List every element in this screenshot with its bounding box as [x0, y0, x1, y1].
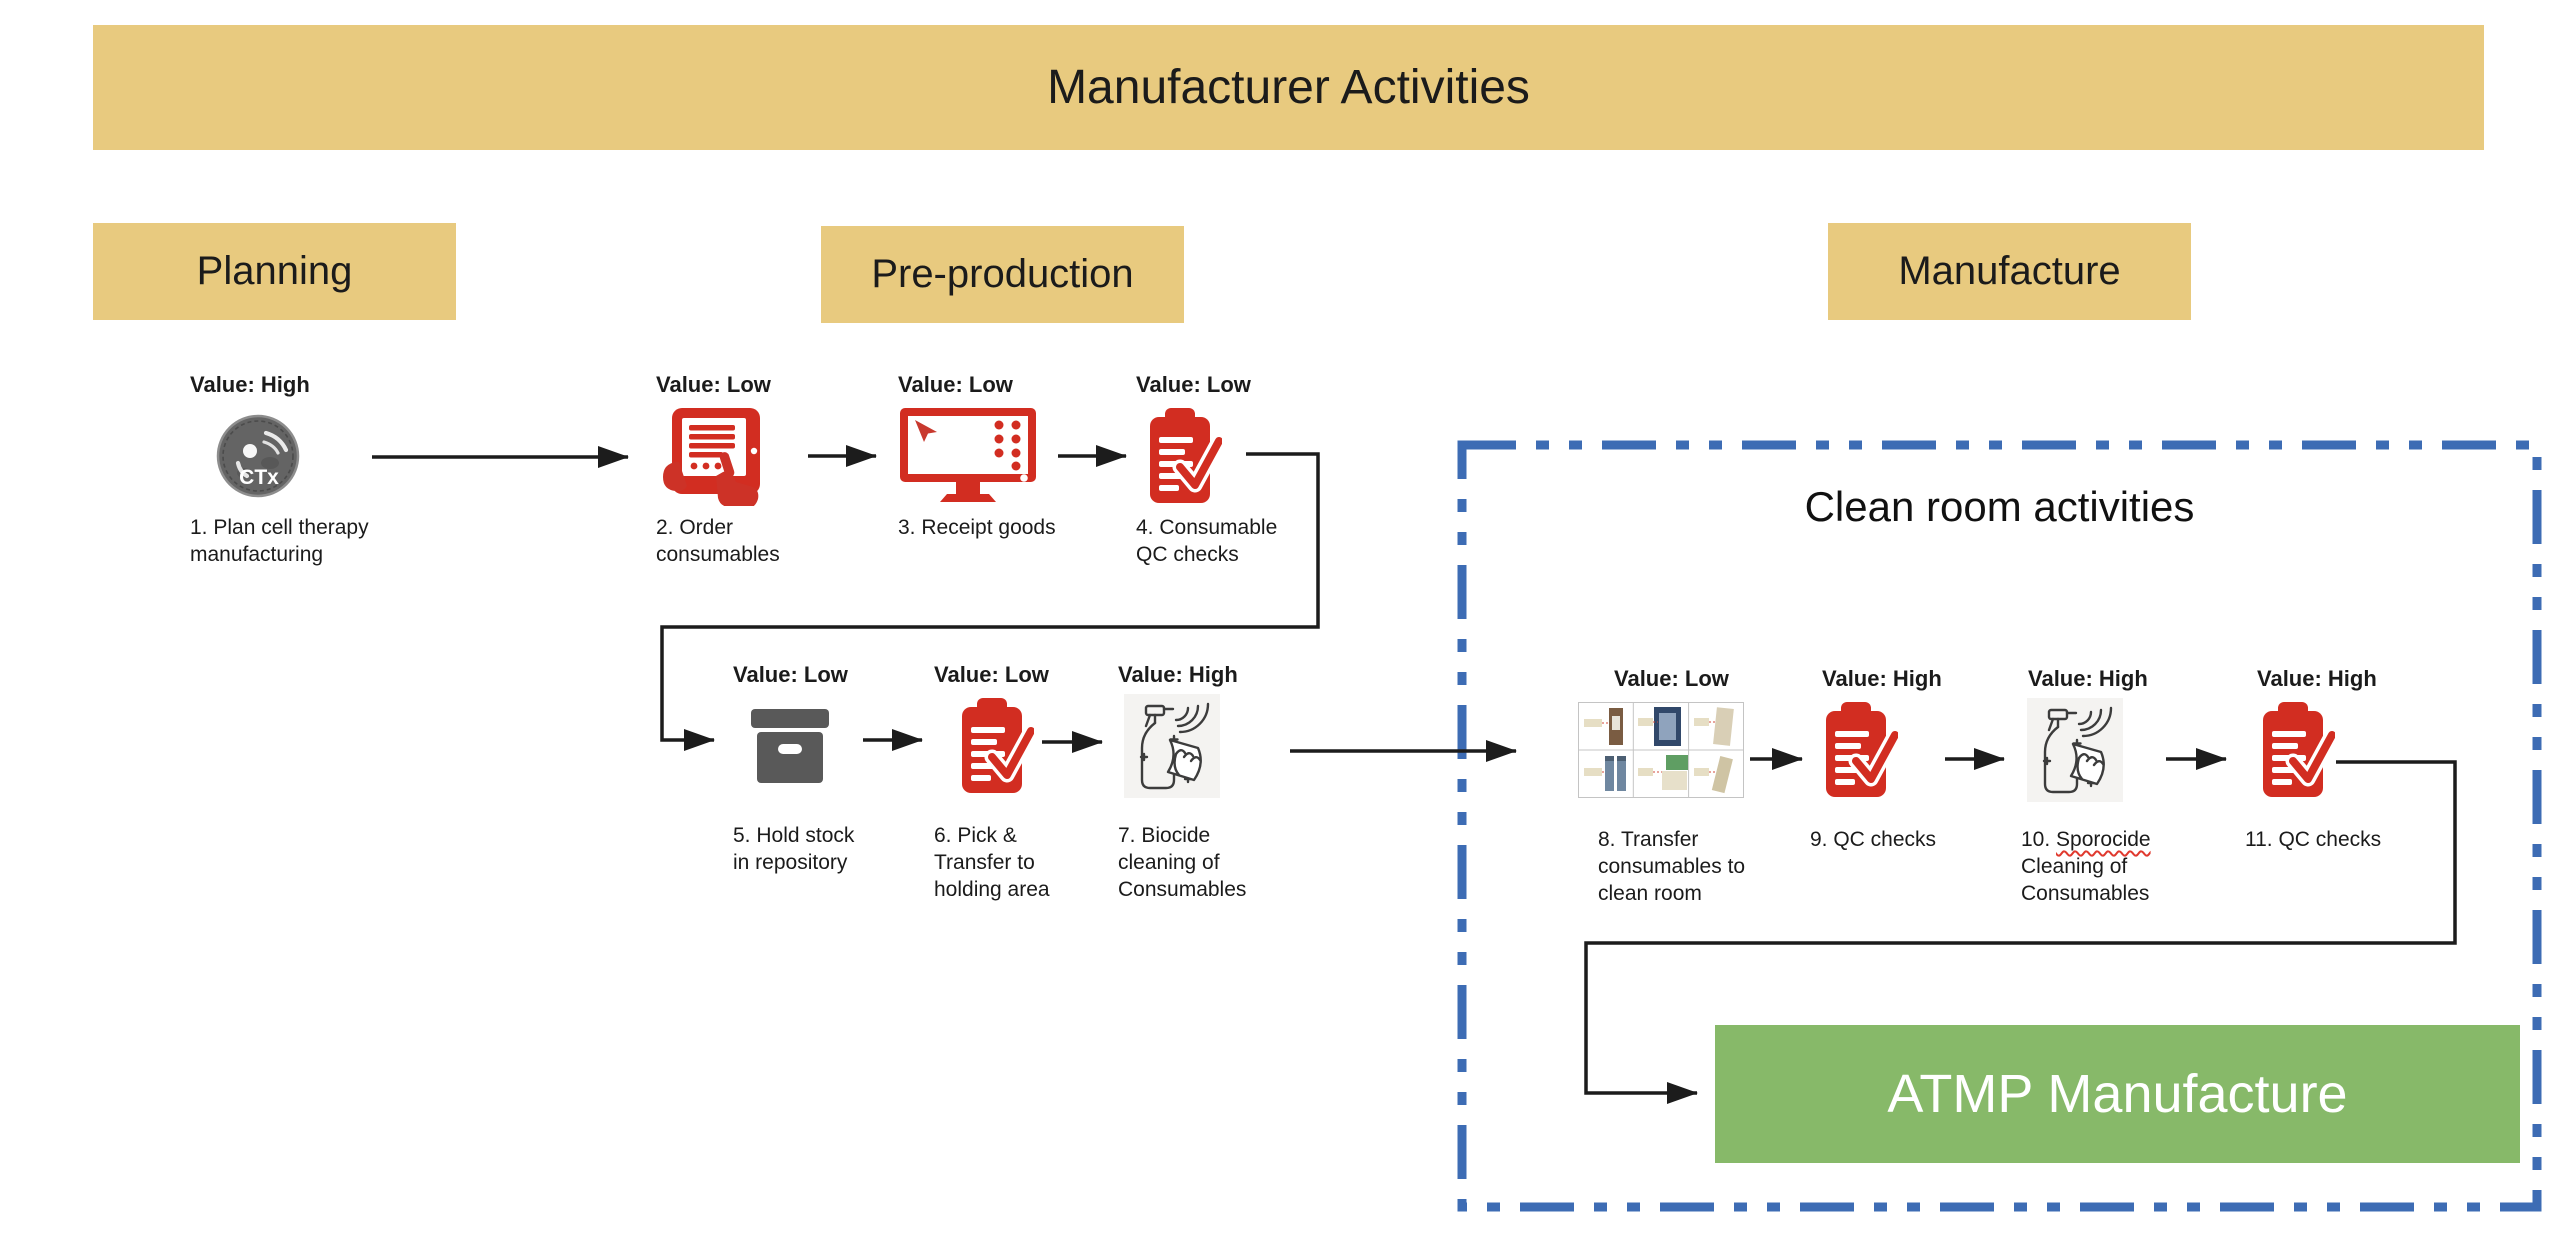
step-3: Value: Low 3. Receipt goods [898, 372, 1063, 541]
page-title-text: Manufacturer Activities [1047, 61, 1530, 114]
cell-therapy-ctx-icon: CTx [216, 414, 300, 498]
step-8: Value: Low [1578, 666, 1750, 907]
value-label: Value: High [190, 372, 310, 397]
step-label: 9. QC checks [1810, 828, 1937, 851]
step-label-prefix: 10. [2021, 828, 2057, 851]
value-label: Value: Low [934, 662, 1049, 687]
order-tablet-icon [663, 408, 760, 506]
step-label: 10. Sporocide Cleaning of Consumables [2021, 826, 2163, 907]
step-label: 8. Transfer consumables to clean room [1598, 828, 1746, 905]
step-label: 5. Hold stock in repository [733, 824, 855, 874]
spray-cleaning-icon [1124, 694, 1220, 798]
atmp-manufacture-label: ATMP Manufacture [1887, 1064, 2348, 1124]
value-label: Value: Low [733, 662, 848, 687]
value-label: Value: High [2257, 666, 2377, 691]
step-5: Value: Low 5. Hold stock in repository [733, 662, 875, 876]
value-label: Value: Low [1136, 372, 1251, 397]
qc-clipboard-icon [1150, 408, 1222, 503]
step-label: 7. Biocide cleaning of Consumables [1118, 824, 1247, 901]
step-7: Value: High [1118, 662, 1256, 903]
step-11: Value: High 11. QC checks [2241, 666, 2389, 853]
phase-box-pre-production: Pre-production [821, 226, 1184, 323]
phase-label: Pre-production [871, 252, 1134, 296]
value-label: Value: Low [656, 372, 771, 397]
step-1: Value: High CTx 1. Plan cell therapy man… [190, 372, 385, 568]
atmp-manufacture-box: ATMP Manufacture [1715, 1025, 2520, 1163]
step-10: Value: High [2021, 666, 2163, 907]
step-label: 2. Order consumables [656, 516, 780, 566]
value-label: Value: High [1822, 666, 1942, 691]
step-6: Value: Low 6. Pick & Transfer to holding… [934, 662, 1054, 903]
step-label: 1. Plan cell therapy manufacturing [190, 516, 369, 566]
phase-label: Manufacture [1898, 249, 2121, 293]
step-label-misspelled-word: Sporocide [2056, 828, 2151, 851]
phase-box-planning: Planning [93, 223, 456, 320]
step-label: 4. Consumable QC checks [1136, 516, 1278, 566]
value-label: Value: Low [1614, 666, 1729, 691]
svg-text:CTx: CTx [239, 466, 279, 489]
spray-cleaning-icon [2027, 698, 2123, 802]
step-label: 11. QC checks [2245, 828, 2382, 851]
qc-clipboard-icon [2263, 702, 2335, 797]
step-4: Value: Low 4. Consumable QC checks [1136, 372, 1294, 568]
step-2: Value: Low 2. Order consumables [656, 372, 788, 568]
step-label: 3. Receipt goods [898, 516, 1056, 539]
consumables-photos-icon [1578, 702, 1744, 798]
value-label: Value: High [2028, 666, 2148, 691]
step-label: 6. Pick & Transfer to holding area [934, 824, 1050, 901]
step-label-rest: Cleaning of Consumables [2021, 855, 2150, 905]
page-title: Manufacturer Activities [93, 25, 2484, 150]
receipt-monitor-icon [900, 408, 1036, 502]
value-label: Value: High [1118, 662, 1238, 687]
phase-box-manufacture: Manufacture [1828, 223, 2191, 320]
clean-room-title: Clean room activities [1462, 483, 2537, 531]
value-label: Value: Low [898, 372, 1013, 397]
storage-box-icon [751, 709, 829, 783]
qc-clipboard-icon [962, 698, 1034, 793]
clean-room-title-text: Clean room activities [1804, 483, 2195, 530]
qc-clipboard-icon [1826, 702, 1898, 797]
step-9: Value: High 9. QC checks [1806, 666, 1954, 853]
phase-label: Planning [196, 249, 353, 293]
